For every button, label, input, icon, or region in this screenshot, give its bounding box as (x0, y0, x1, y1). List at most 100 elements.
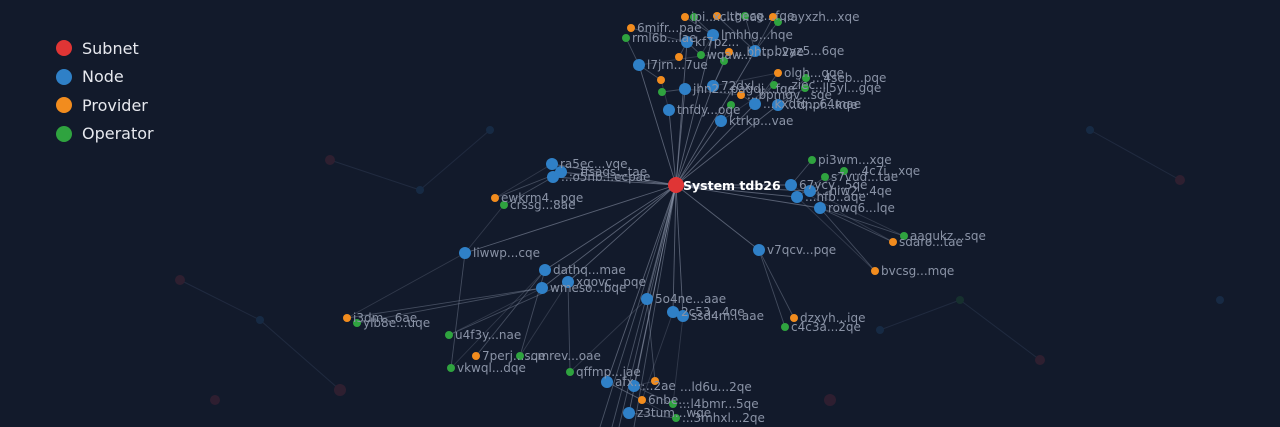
operator-dot[interactable] (774, 18, 782, 26)
operator-dot[interactable] (658, 88, 666, 96)
legend-item-provider[interactable]: Provider (56, 91, 154, 120)
node-dot[interactable] (562, 276, 574, 288)
operator-dot[interactable] (697, 51, 705, 59)
node-label: 6mifr...pae (637, 21, 702, 35)
node-dot[interactable] (749, 98, 761, 110)
node-label: sdaro...tae (899, 235, 963, 249)
node-label: s7vud...tae (831, 170, 898, 184)
operator-dot[interactable] (622, 34, 630, 42)
graph-edge (754, 21, 779, 52)
node-label: ...4c7i...xqe (850, 164, 920, 178)
provider-dot[interactable] (681, 13, 689, 21)
operator-dot[interactable] (770, 81, 778, 89)
operator-dot[interactable] (801, 84, 809, 92)
node-dot[interactable] (681, 36, 693, 48)
graph-edge (675, 103, 756, 186)
node-dot[interactable] (707, 29, 719, 41)
node-label: ...ll5yl...gqe (811, 81, 881, 95)
node-label: crssg...8ae (510, 198, 575, 212)
operator-dot-icon (56, 125, 72, 142)
operator-dot[interactable] (741, 12, 749, 20)
operator-dot[interactable] (516, 352, 524, 360)
node-dot[interactable] (536, 282, 548, 294)
node-dot[interactable] (546, 158, 558, 170)
node-label: dathq...mae (553, 263, 626, 277)
node-dot[interactable] (791, 191, 803, 203)
node-dot[interactable] (667, 306, 679, 318)
operator-dot[interactable] (821, 173, 829, 181)
node-dot[interactable] (679, 83, 691, 95)
provider-dot[interactable] (737, 91, 745, 99)
graph-edge (796, 196, 876, 272)
node-dot[interactable] (459, 247, 471, 259)
node-label: l7jrn...7ue (647, 58, 708, 72)
operator-dot[interactable] (445, 331, 453, 339)
operator-dot[interactable] (900, 232, 908, 240)
operator-dot[interactable] (353, 319, 361, 327)
node-dot[interactable] (663, 104, 675, 116)
provider-dot[interactable] (472, 352, 480, 360)
provider-dot[interactable] (491, 194, 499, 202)
provider-dot[interactable] (627, 24, 635, 32)
provider-dot[interactable] (657, 76, 665, 84)
graph-edge (611, 184, 677, 427)
subnet-node-center[interactable] (668, 177, 684, 193)
operator-dot[interactable] (566, 368, 574, 376)
legend-item-operator[interactable]: Operator (56, 120, 154, 149)
operator-dot[interactable] (447, 364, 455, 372)
provider-dot[interactable] (675, 53, 683, 61)
node-label: tnfdy...oqe (677, 103, 740, 117)
legend-item-node[interactable]: Node (56, 63, 154, 92)
provider-dot[interactable] (889, 238, 897, 246)
node-dot[interactable] (633, 59, 645, 71)
node-dot[interactable] (785, 179, 797, 191)
node-dot[interactable] (601, 376, 613, 388)
node-dot[interactable] (753, 244, 765, 256)
graph-edge (672, 315, 684, 405)
operator-dot[interactable] (500, 201, 508, 209)
graph-edge (450, 252, 466, 369)
node-dot[interactable] (623, 407, 635, 419)
node-dot[interactable] (772, 99, 784, 111)
operator-dot[interactable] (727, 101, 735, 109)
operator-dot[interactable] (802, 74, 810, 82)
provider-dot[interactable] (638, 396, 646, 404)
graph-edge (494, 163, 553, 199)
provider-dot[interactable] (343, 314, 351, 322)
provider-dot[interactable] (774, 69, 782, 77)
graph-nodes (343, 12, 908, 422)
operator-dot[interactable] (720, 57, 728, 65)
node-dot[interactable] (641, 293, 653, 305)
graph-edge (646, 298, 656, 382)
node-dot[interactable] (677, 310, 689, 322)
operator-dot[interactable] (690, 13, 698, 21)
provider-dot[interactable] (713, 12, 721, 20)
node-label: u4f3y...nae (455, 328, 521, 342)
legend-label: Node (82, 67, 124, 87)
node-dot[interactable] (804, 185, 816, 197)
node-dot[interactable] (749, 45, 761, 57)
operator-dot[interactable] (669, 400, 677, 408)
graph-edge (633, 385, 674, 405)
node-label: ...l4bmr...5qe (679, 397, 759, 411)
node-dot[interactable] (814, 202, 826, 214)
node-label: 7perj...sqe (482, 349, 546, 363)
node-dot[interactable] (628, 380, 640, 392)
operator-dot[interactable] (781, 323, 789, 331)
node-dot[interactable] (547, 171, 559, 183)
provider-dot[interactable] (769, 13, 777, 21)
provider-dot[interactable] (725, 48, 733, 56)
provider-dot[interactable] (790, 314, 798, 322)
node-dot[interactable] (715, 115, 727, 127)
operator-dot[interactable] (672, 414, 680, 422)
legend-item-subnet[interactable]: Subnet (56, 34, 154, 63)
operator-dot[interactable] (808, 156, 816, 164)
provider-dot[interactable] (871, 267, 879, 275)
node-dot[interactable] (539, 264, 551, 276)
graph-edge (716, 15, 756, 52)
provider-dot[interactable] (651, 377, 659, 385)
node-dot[interactable] (707, 80, 719, 92)
operator-dot[interactable] (840, 167, 848, 175)
